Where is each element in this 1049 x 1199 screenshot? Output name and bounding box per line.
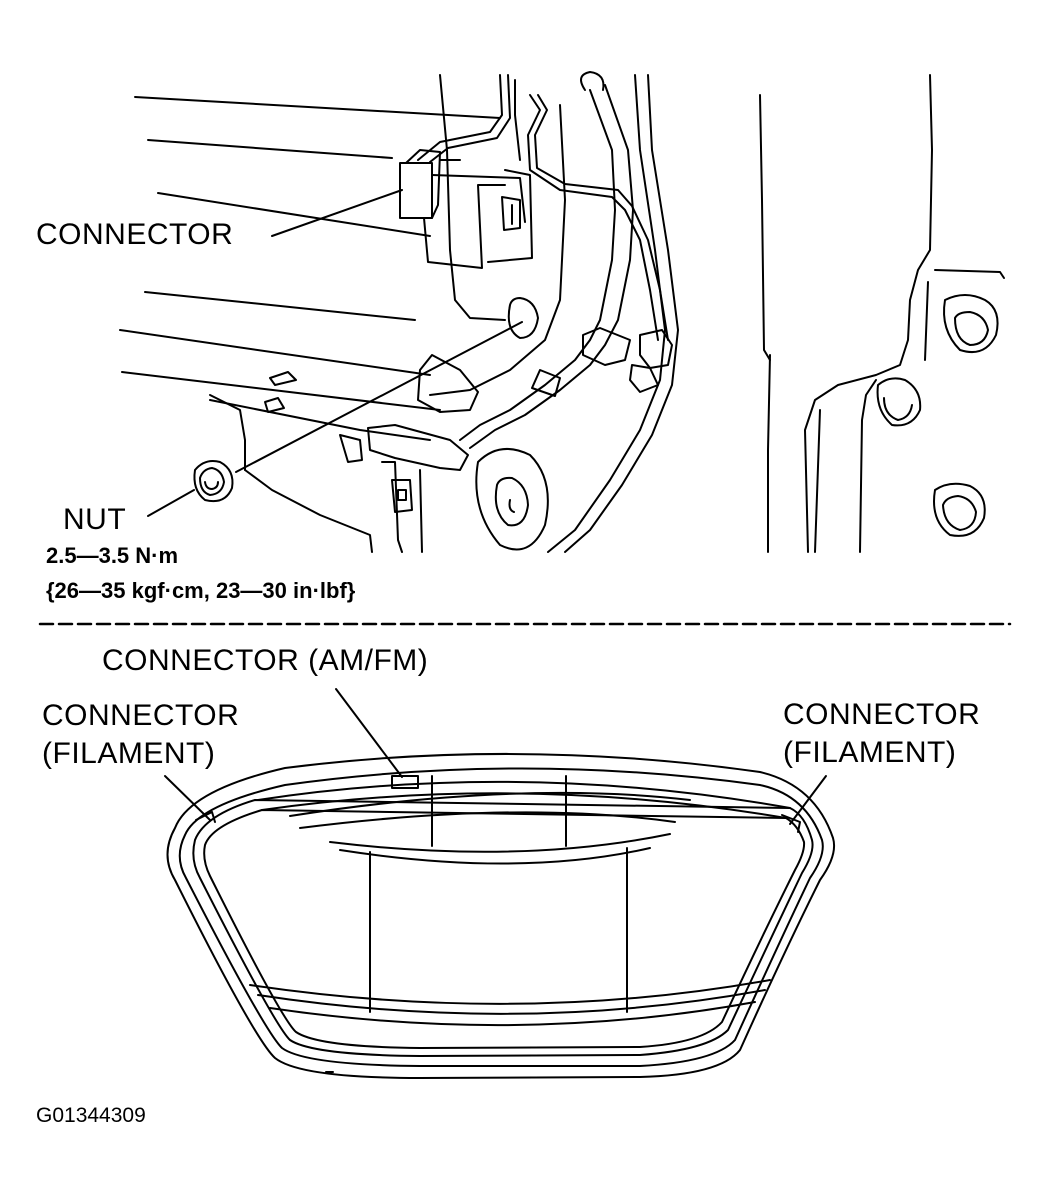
nut-torque-nm: 2.5—3.5 N·m [46, 543, 179, 568]
leader-line-connector-amfm [335, 688, 403, 778]
nut-torque-alt-units: {26—35 kgf·cm, 23—30 in·lbf} [46, 578, 356, 603]
leader-line-connector-filament-left [164, 775, 211, 821]
connector-filament-left-label-line1: CONNECTOR [42, 699, 240, 732]
rear-window-illustration [166, 752, 836, 1079]
connector-filament-left-label-line2: (FILAMENT) [42, 737, 216, 770]
nut-part [193, 297, 539, 503]
connector-filament-right-label-line2: (FILAMENT) [783, 736, 957, 769]
leader-line-connector-filament-right [789, 775, 827, 825]
liftgate-interior-illustration [119, 71, 1005, 553]
leader-line-connector-top [271, 189, 403, 237]
connector-filament-right-label-line1: CONNECTOR [783, 698, 981, 731]
leader-line-nut-to-mount [235, 321, 523, 473]
connector-top-label: CONNECTOR [36, 218, 234, 251]
figure-id: G01344309 [36, 1104, 146, 1127]
nut-label: NUT [63, 503, 127, 536]
connector-top-part [399, 149, 533, 269]
leader-line-nut [147, 489, 195, 517]
connector-amfm-label: CONNECTOR (AM/FM) [102, 644, 429, 677]
